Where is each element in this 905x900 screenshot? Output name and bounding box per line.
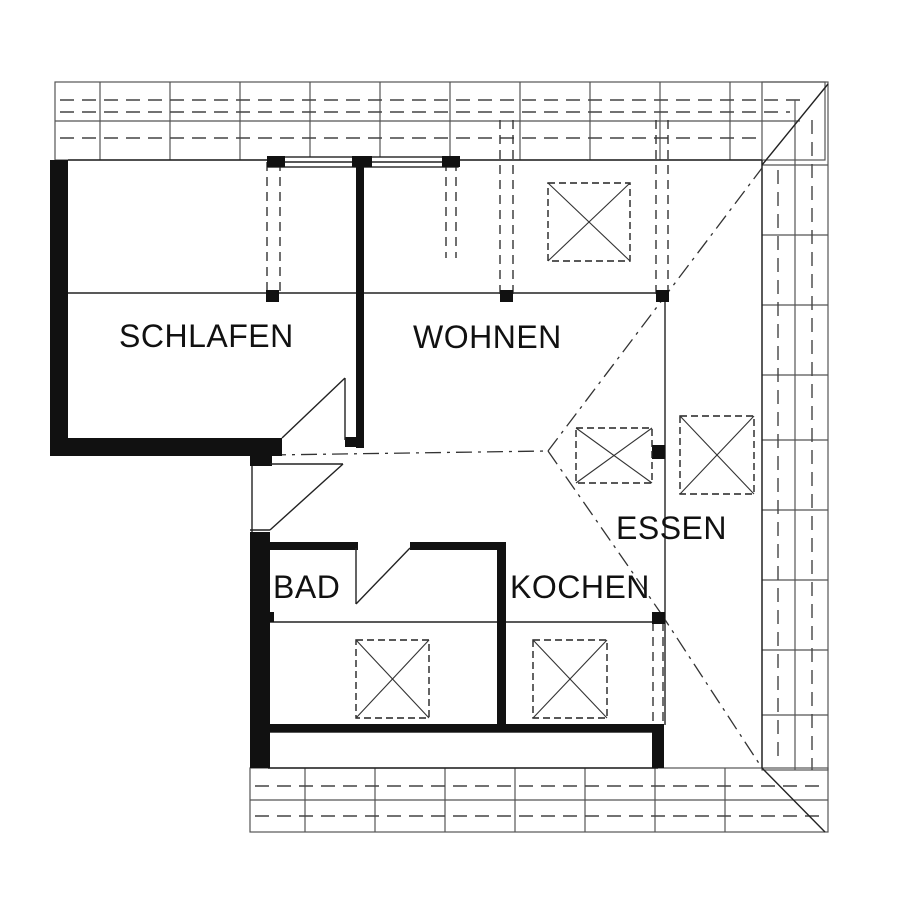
skylight-essen-right: [679, 415, 755, 495]
skylight-bad: [355, 639, 430, 719]
doors: [250, 377, 411, 605]
room-label-bad: BAD: [273, 569, 340, 605]
hip-line-bottom-right: [761, 767, 826, 833]
hip-dashdot-lines: [269, 167, 763, 769]
interior-lines: [68, 159, 763, 769]
room-label-kochen: KOCHEN: [510, 569, 650, 605]
roof-tiles-bottom: [249, 767, 829, 833]
hip-line-top-right: [761, 83, 829, 166]
room-label-essen: ESSEN: [616, 510, 727, 546]
skylight-essen-left: [575, 427, 653, 484]
rafter-lines: [266, 120, 669, 728]
skylight-wohnen: [547, 182, 631, 262]
roof-tiles-right: [761, 81, 829, 771]
walls: [50, 160, 669, 768]
room-label-wohnen: WOHNEN: [413, 319, 562, 355]
roof-tiles-top: [54, 81, 826, 161]
room-label-schlafen: SCHLAFEN: [119, 318, 294, 354]
skylight-kochen: [532, 639, 608, 719]
